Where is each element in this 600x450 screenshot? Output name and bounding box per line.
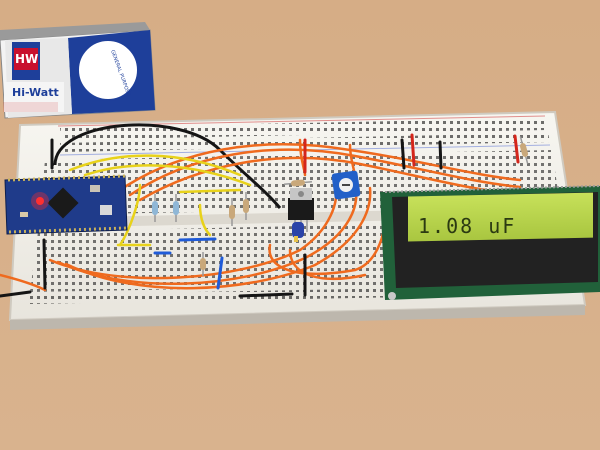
wires-black <box>0 138 443 298</box>
wires-yellow <box>68 154 252 247</box>
wire-black-battery <box>53 123 282 209</box>
resistors <box>152 136 529 276</box>
lcd-screen <box>408 192 593 242</box>
battery-logo: HW <box>15 52 39 66</box>
lcd-reading: 1.08 uF <box>418 214 517 238</box>
battery-brand: Hi-Watt <box>12 86 59 99</box>
battery-9v <box>0 22 156 119</box>
wires-blue <box>153 237 224 290</box>
microcontroller-board <box>4 174 128 235</box>
lcd-module <box>380 185 600 300</box>
wires-red <box>303 133 520 174</box>
capacitor <box>292 222 304 242</box>
potentiometer <box>331 170 361 200</box>
